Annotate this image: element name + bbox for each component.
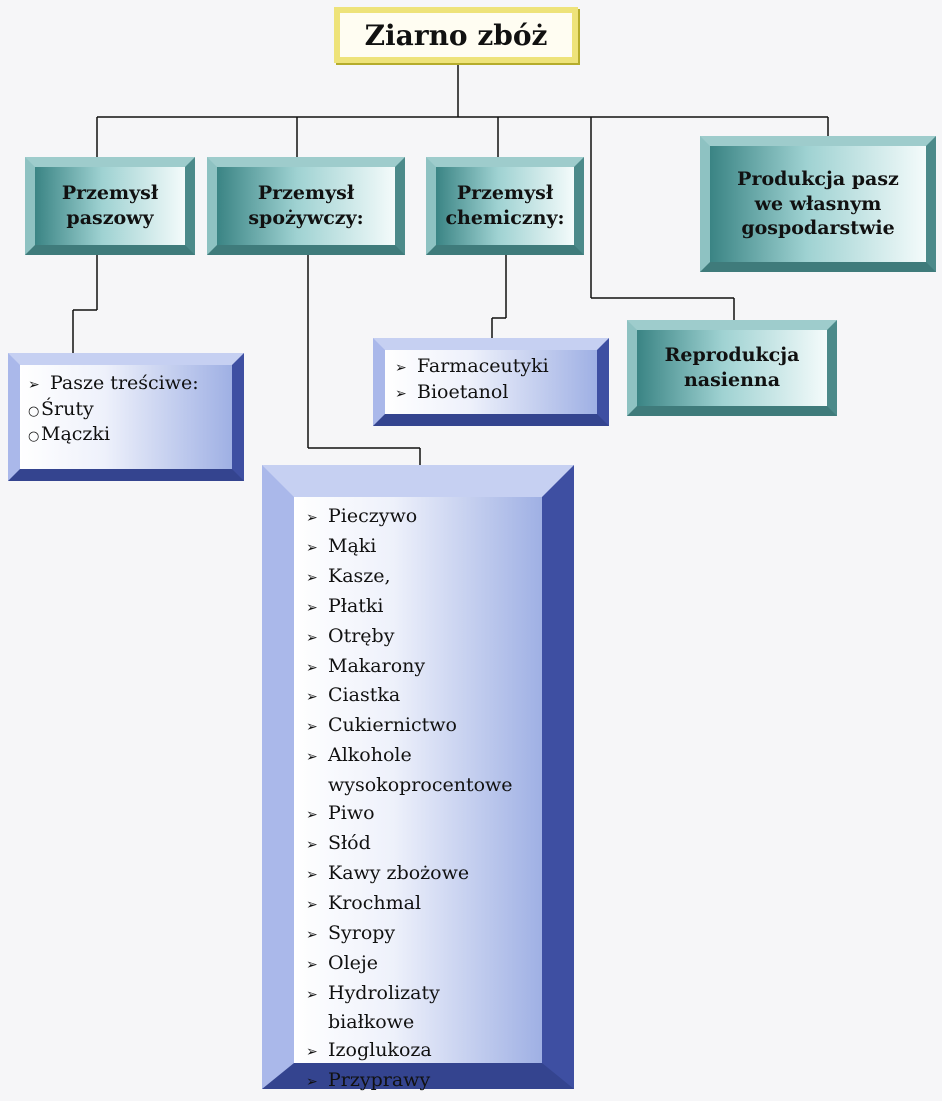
list-pasze: ➢Pasze treściwe: ○Śruty ○Mączki — [8, 353, 244, 481]
node-farm-line1: Produkcja pasz — [737, 167, 899, 190]
list-item: ➢Cukiernictwo — [306, 712, 542, 742]
arrow-bullet-icon: ➢ — [28, 377, 40, 393]
list-item: ➢Mąki — [306, 533, 542, 563]
node-chem-line1: Przemysł — [456, 182, 554, 205]
list-item: ➢Płatki — [306, 593, 542, 623]
arrow-bullet-icon: ➢ — [306, 599, 318, 616]
list-item: ○Śruty — [28, 397, 94, 420]
list-chemiczne: ➢Farmaceutyki ➢Bioetanol — [373, 338, 609, 426]
node-produkcja-pasz: Produkcja pasz we własnym gospodarstwie — [700, 136, 936, 272]
arrow-bullet-icon: ➢ — [306, 807, 318, 824]
arrow-bullet-icon: ➢ — [306, 956, 318, 973]
node-farm-line2: we własnym — [754, 192, 882, 215]
root-title: Ziarno zbóż — [364, 18, 548, 52]
list-item: ➢Izoglukoza — [306, 1037, 542, 1067]
node-przemysl-paszowy: Przemysł paszowy — [25, 157, 195, 255]
arrow-bullet-icon: ➢ — [306, 866, 318, 883]
list-item: ➢Ciastka — [306, 682, 542, 712]
arrow-bullet-icon: ➢ — [395, 385, 407, 402]
node-feed-line2: paszowy — [66, 207, 154, 229]
list-item: ➢Krochmal — [306, 890, 542, 920]
arrow-bullet-icon: ➢ — [306, 986, 318, 1003]
arrow-bullet-icon: ➢ — [306, 719, 318, 736]
list-item: ➢Otręby — [306, 623, 542, 653]
list-item: ➢Makarony — [306, 653, 542, 683]
circle-bullet-icon: ○ — [28, 403, 40, 419]
list-item: ➢Piwo — [306, 800, 542, 830]
list-item: ➢Alkohole — [306, 742, 542, 772]
node-food-line1: Przemysł — [257, 182, 355, 205]
node-reprodukcja-nasienna: Reprodukcja nasienna — [627, 320, 837, 416]
arrow-bullet-icon: ➢ — [306, 659, 318, 676]
node-seed-line1: Reprodukcja — [664, 344, 800, 367]
arrow-bullet-icon: ➢ — [306, 1044, 318, 1061]
list-item: ➢Hydrolizaty — [306, 980, 542, 1010]
list-item: ➢Pieczywo — [306, 503, 542, 533]
node-chem-line2: chemiczny: — [445, 207, 565, 229]
list-item: ➢Kasze, — [306, 563, 542, 593]
list-item: ➢Słód — [306, 830, 542, 860]
list-item: ➢Kawy zbożowe — [306, 860, 542, 890]
node-food-line2: spożywczy: — [248, 207, 364, 229]
node-seed-line2: nasienna — [683, 369, 781, 391]
node-przemysl-spozywczy: Przemysł spożywczy: — [207, 157, 405, 255]
arrow-bullet-icon: ➢ — [306, 689, 318, 706]
arrow-bullet-icon: ➢ — [306, 926, 318, 943]
list-item: ➢Oleje — [306, 950, 542, 980]
list-item: ➢Bioetanol — [395, 380, 509, 403]
list-item: ➢Syropy — [306, 920, 542, 950]
arrow-bullet-icon: ➢ — [306, 569, 318, 586]
arrow-bullet-icon: ➢ — [306, 629, 318, 646]
arrow-bullet-icon: ➢ — [306, 896, 318, 913]
arrow-bullet-icon: ➢ — [306, 1074, 318, 1091]
arrow-bullet-icon: ➢ — [395, 360, 407, 376]
node-feed-line1: Przemysł — [61, 182, 159, 205]
list-item-continuation: wysokoprocentowe — [328, 774, 513, 797]
list-item: ○Mączki — [28, 423, 111, 446]
list-item: ➢Pasze treściwe: — [28, 372, 199, 394]
circle-bullet-icon: ○ — [28, 429, 40, 445]
node-farm-line3: gospodarstwie — [741, 217, 895, 240]
arrow-bullet-icon: ➢ — [306, 836, 318, 853]
list-item: ➢Przyprawy — [306, 1067, 542, 1097]
list-spozywcze: ➢Pieczywo ➢Mąki ➢Kasze, ➢Płatki ➢Otręby … — [262, 465, 574, 1091]
arrow-bullet-icon: ➢ — [306, 539, 318, 556]
arrow-bullet-icon: ➢ — [306, 749, 318, 766]
arrow-bullet-icon: ➢ — [306, 510, 318, 526]
root-node: Ziarno zbóż — [334, 7, 578, 63]
list-item: ➢Farmaceutyki — [395, 355, 549, 377]
node-przemysl-chemiczny: Przemysł chemiczny: — [426, 157, 584, 255]
list-item-continuation: białkowe — [328, 1011, 415, 1034]
